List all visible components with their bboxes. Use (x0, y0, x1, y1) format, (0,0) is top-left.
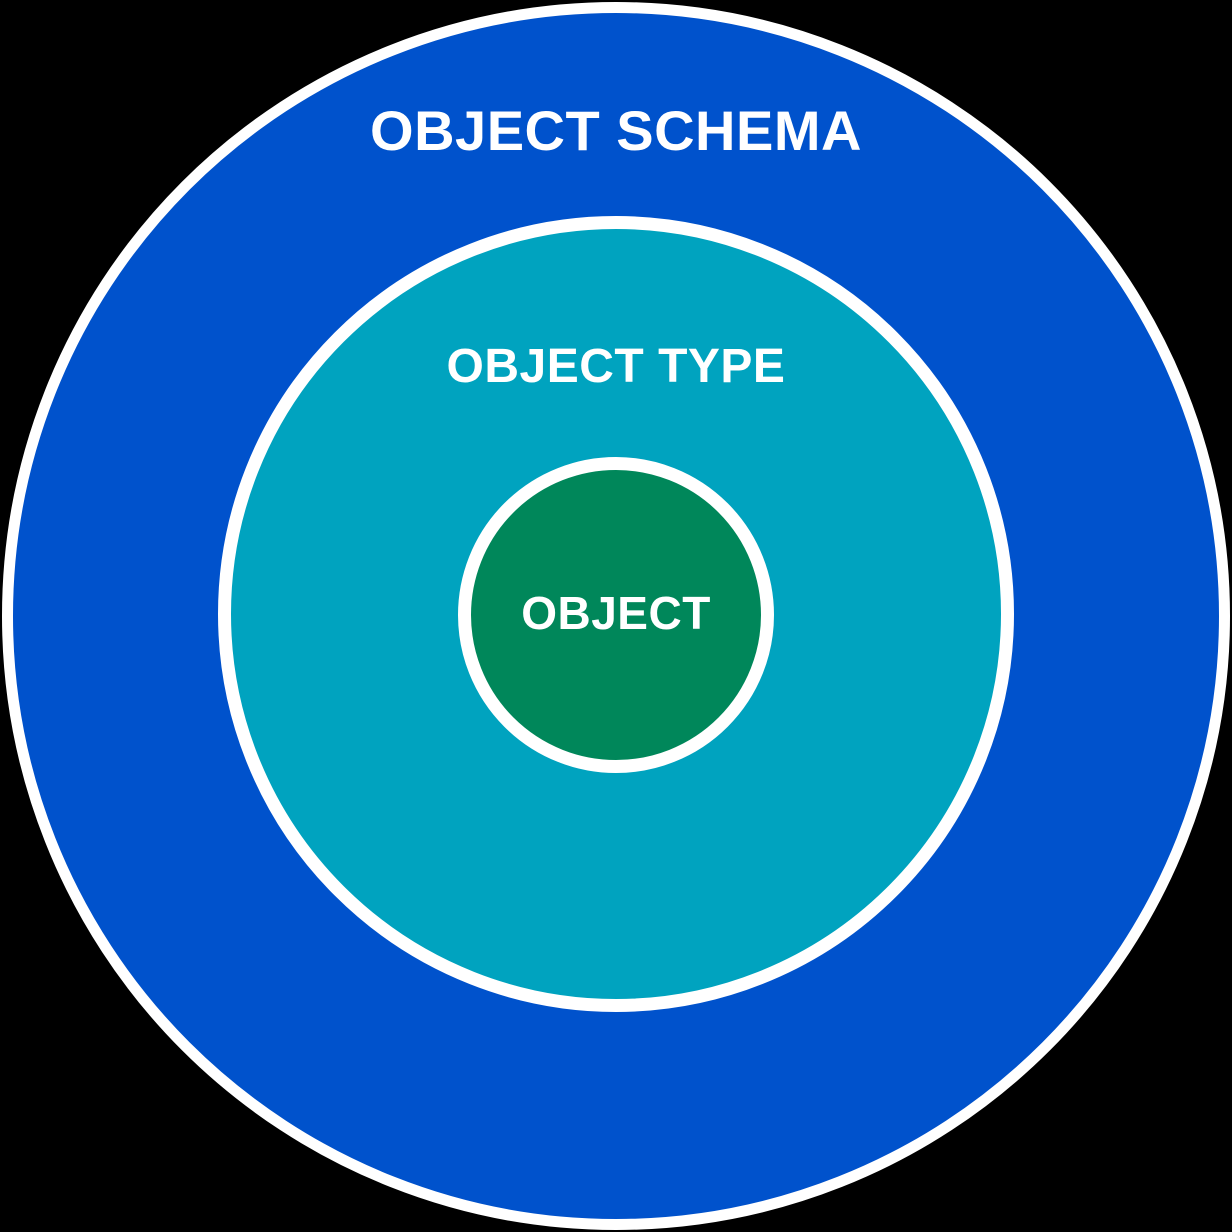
object-type-label: OBJECT TYPE (446, 340, 786, 393)
object-schema-label: OBJECT SCHEMA (370, 99, 862, 162)
object-label: OBJECT (521, 587, 711, 639)
